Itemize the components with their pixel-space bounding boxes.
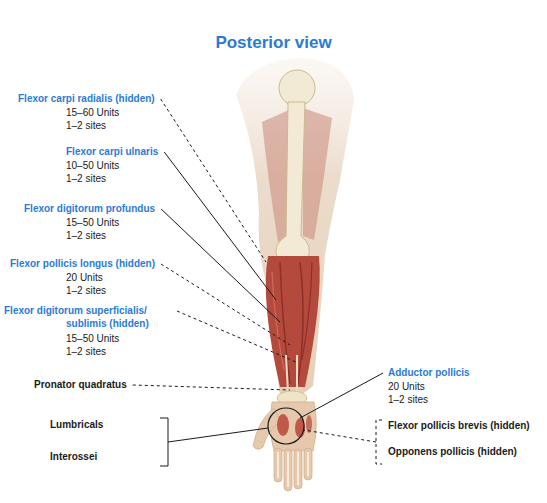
dose-label: 1–2 sites (66, 284, 106, 297)
dose-label: 1–2 sites (66, 345, 106, 358)
dose-label: 15–50 Units (66, 216, 119, 229)
palm-muscle (277, 414, 289, 436)
leader-line (177, 311, 296, 362)
dose-label: 1–2 sites (66, 229, 106, 242)
upper-arm-muscle (262, 110, 289, 242)
muscle-label: Flexor digitorum superficialis/ sublimis… (66, 304, 171, 330)
humerus-shaft (276, 102, 310, 259)
leader-line (300, 373, 383, 418)
dose-label: 1–2 sites (388, 393, 428, 406)
muscle-streak (272, 272, 284, 370)
muscle-streak (302, 262, 312, 360)
bracket (376, 420, 382, 464)
muscle-label: Flexor pollicis longus (hidden) (10, 257, 155, 270)
leader-line (161, 209, 280, 322)
upper-arm-muscle (303, 108, 332, 240)
leader-line (168, 428, 268, 442)
muscle-streak (280, 262, 290, 384)
muscle-label: Opponens pollicis (hidden) (388, 445, 517, 458)
leader-line (133, 385, 290, 390)
bracket (160, 418, 168, 466)
dose-label: 15–50 Units (66, 332, 119, 345)
view-title: Posterior view (0, 33, 547, 53)
leader-line (304, 430, 376, 442)
dose-label: 10–50 Units (66, 159, 119, 172)
muscle-label: Flexor digitorum profundus (24, 202, 155, 215)
tendon (296, 355, 298, 393)
muscle-label: Pronator quadratus (34, 378, 127, 391)
dose-label: 1–2 sites (66, 119, 106, 132)
dose-label: 20 Units (66, 271, 103, 284)
leader-line (161, 264, 290, 345)
leader-line (161, 99, 266, 262)
muscle-label: Flexor pollicis brevis (hidden) (388, 419, 530, 432)
palm-highlight-circle (268, 408, 304, 444)
arm-skin (236, 58, 354, 396)
dose-label: 1–2 sites (66, 172, 106, 185)
dose-label: 20 Units (388, 380, 425, 393)
finger-bones (278, 452, 308, 487)
humerus-head (279, 70, 315, 106)
muscle-label: Flexor carpi radialis (hidden) (18, 92, 155, 105)
muscle-label: Lumbricals (50, 418, 103, 431)
muscle-label: Flexor carpi ulnaris (66, 145, 158, 158)
forearm-muscles (266, 256, 320, 387)
leader-line (164, 152, 276, 300)
muscle-label: Interossei (50, 450, 97, 463)
muscle-label: Adductor pollicis (388, 366, 470, 379)
muscle-streak (298, 262, 303, 384)
palm-muscle (306, 415, 312, 433)
dose-label: 15–60 Units (66, 106, 119, 119)
tendon (286, 355, 288, 393)
